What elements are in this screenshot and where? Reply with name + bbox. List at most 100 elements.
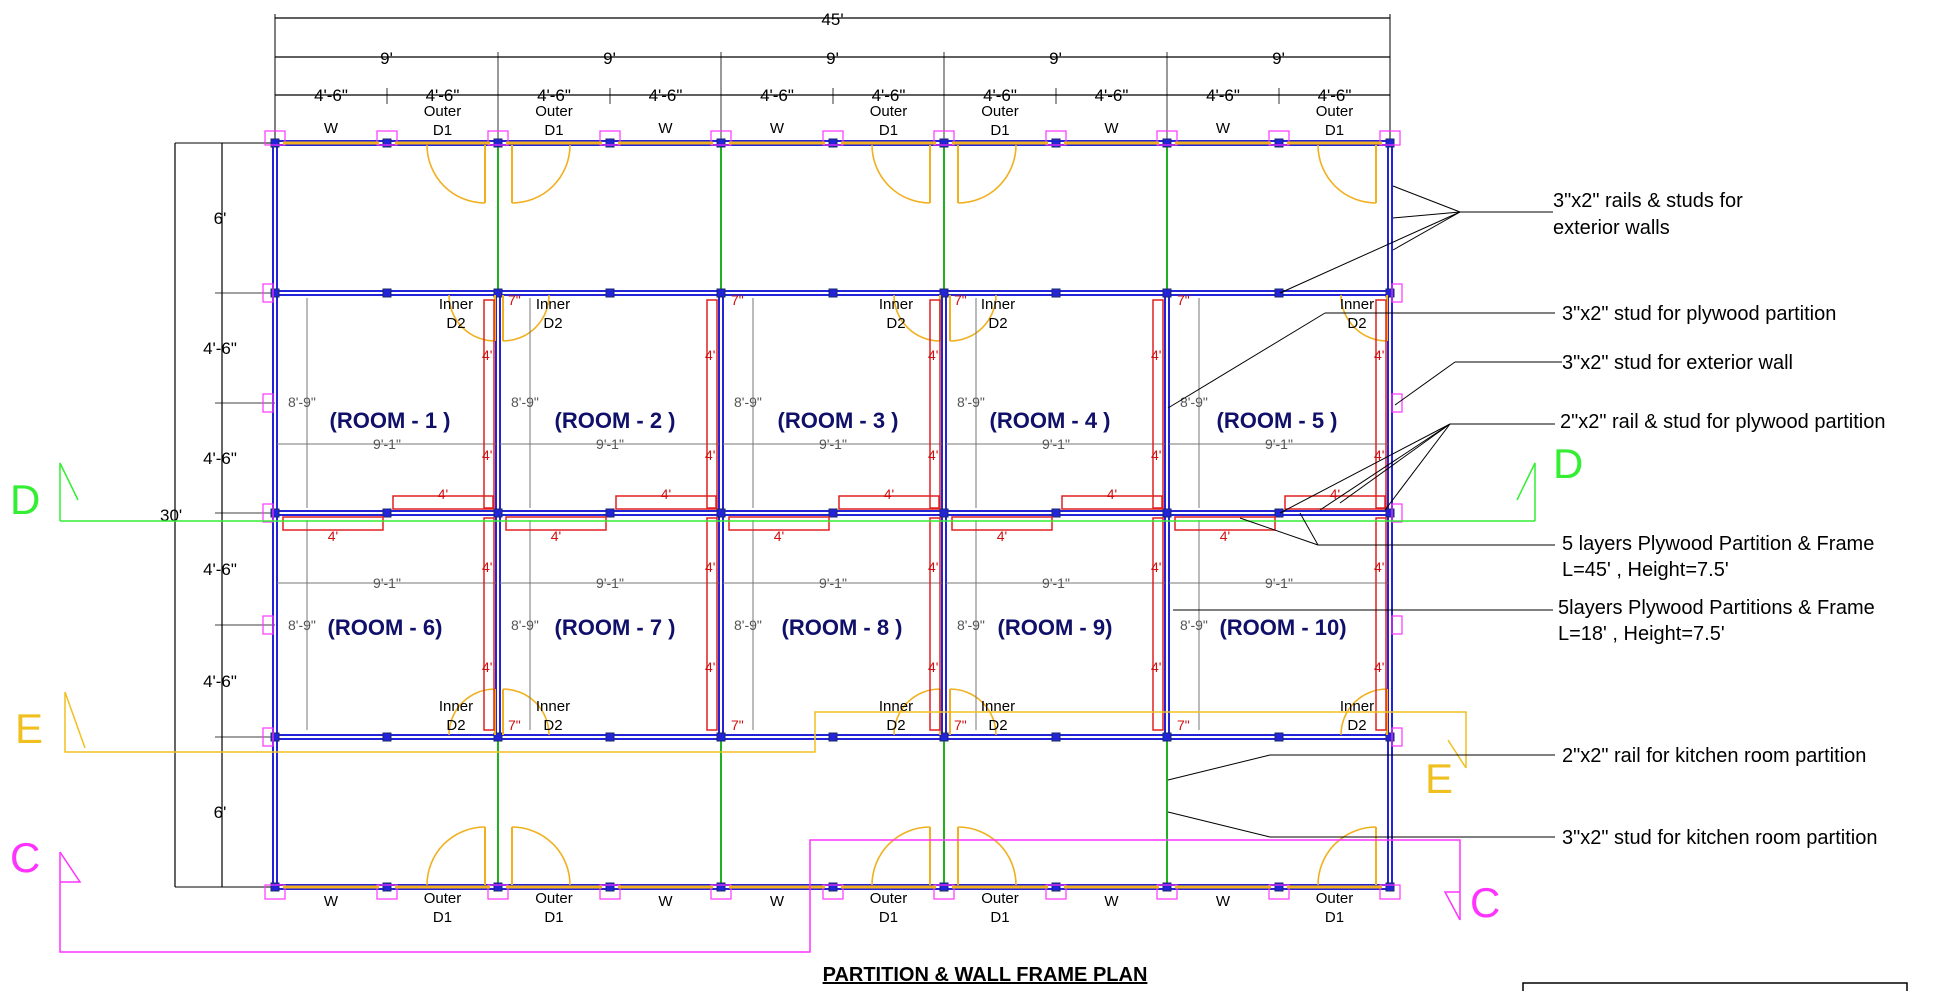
half-bay-text: 4'-6" <box>1095 86 1129 105</box>
half-bay-text: 4'-6" <box>872 86 906 105</box>
plywood-partition-frame <box>392 495 494 510</box>
inner-door-top <box>502 294 550 342</box>
small-dim: 7" <box>731 292 744 308</box>
partition-dim: 4' <box>482 659 492 675</box>
room-width-dim: 9'-1" <box>596 575 624 591</box>
wall-frame <box>262 130 1403 900</box>
partition-dim: 4' <box>705 659 715 675</box>
room-width-dim: 9'-1" <box>596 436 624 452</box>
room-width-dim: 9'-1" <box>1265 575 1293 591</box>
room-width-dim: 9'-1" <box>819 575 847 591</box>
room-depth-dim: 8'-9" <box>957 394 985 410</box>
bay-width-text: 9' <box>826 49 839 68</box>
side-dim-text: 4'-6" <box>203 339 237 358</box>
inner-door-label: D2 <box>886 315 905 332</box>
partition-dim: 4' <box>774 528 784 544</box>
inner-door-top <box>949 294 997 342</box>
exterior-stud-bracket <box>262 503 274 523</box>
leader-line <box>1384 423 1451 511</box>
stud <box>939 508 949 518</box>
stud <box>270 732 280 742</box>
note-plywood-frame-45-1: 5 layers Plywood Partition & Frame <box>1562 533 1874 555</box>
small-dim: 7" <box>954 292 967 308</box>
leader-line <box>1319 423 1451 511</box>
window-label-bottom: W <box>770 893 785 910</box>
leader-line <box>1279 423 1451 514</box>
stud <box>1051 732 1061 742</box>
small-dim: 7" <box>731 717 744 733</box>
plywood-partition-frame <box>1375 517 1387 731</box>
inner-door-top <box>448 294 496 342</box>
section-arrow-c <box>1443 891 1461 921</box>
bay-width-text: 9' <box>603 49 616 68</box>
plywood-partition-frame <box>706 299 718 509</box>
stud <box>716 508 726 518</box>
stud <box>1385 882 1395 892</box>
outer-door-top <box>426 144 486 204</box>
inner-door-label: Inner <box>1340 698 1374 715</box>
partition-dim: 4' <box>1374 559 1384 575</box>
section-label-e: E <box>1425 755 1453 802</box>
outer-door-label-top: D1 <box>990 122 1009 139</box>
stud <box>1162 138 1172 148</box>
plywood-partition-frame <box>728 516 830 531</box>
window-label-top: W <box>324 120 339 137</box>
partition-dim: 4' <box>705 447 715 463</box>
half-bay-text: 4'-6" <box>537 86 571 105</box>
side-dim-text: 4'-6" <box>203 449 237 468</box>
inner-door-label: Inner <box>536 698 570 715</box>
note-kitchen-stud: 3"x2" stud for kitchen room partition <box>1562 827 1877 849</box>
room-depth-dim: 8'-9" <box>734 617 762 633</box>
section-label-d: D <box>10 476 40 523</box>
title-block-frame <box>1522 982 1908 991</box>
outer-door-top <box>871 144 931 204</box>
room-label: (ROOM - 8 ) <box>782 615 903 640</box>
stud <box>605 508 615 518</box>
inner-door-label: D2 <box>543 315 562 332</box>
plywood-partition-frame <box>1375 299 1387 509</box>
exterior-stud-bracket <box>933 130 955 146</box>
exterior-stud-bracket <box>1268 884 1290 900</box>
room-width-dim: 9'-1" <box>1042 575 1070 591</box>
plywood-partition-frame <box>505 516 607 531</box>
stud <box>1274 138 1284 148</box>
plywood-partition-frame <box>838 495 940 510</box>
inner-door-label: Inner <box>439 296 473 313</box>
outer-door-top <box>957 144 1017 204</box>
exterior-stud-bracket <box>264 884 286 900</box>
partition-dim: 4' <box>551 528 561 544</box>
window-label-bottom: W <box>1216 893 1231 910</box>
window-label-top: W <box>770 120 785 137</box>
stud <box>1051 138 1061 148</box>
room-depth-dim: 8'-9" <box>288 394 316 410</box>
section-label-c: C <box>10 834 40 881</box>
inner-door-label: D2 <box>1347 717 1366 734</box>
stud <box>605 138 615 148</box>
exterior-stud-bracket <box>710 884 732 900</box>
room-depth-dim: 8'-9" <box>1180 394 1208 410</box>
overall-length-text: 45' <box>821 10 843 29</box>
window-label-top: W <box>1104 120 1119 137</box>
note-plywood-frame-18-2: L=18' , Height=7.5' <box>1558 623 1725 645</box>
outer-door-label-bottom: D1 <box>1325 909 1344 926</box>
stud <box>1274 882 1284 892</box>
outer-door-bottom <box>957 826 1017 886</box>
partition-dim: 4' <box>1151 659 1161 675</box>
window-label-bottom: W <box>1104 893 1119 910</box>
room-width-dim: 9'-1" <box>1042 436 1070 452</box>
small-dim: 7" <box>508 717 521 733</box>
exterior-stud-bracket <box>1391 615 1403 635</box>
note-plywood-rail: 2"x2" rail & stud for plywood partition <box>1560 411 1885 433</box>
outer-door-label-top: D1 <box>433 122 452 139</box>
stud <box>493 138 503 148</box>
exterior-stud-bracket <box>1379 884 1401 900</box>
plywood-partition-frame <box>1284 495 1386 510</box>
exterior-stud-bracket <box>1391 393 1403 413</box>
inner-door-label: Inner <box>879 296 913 313</box>
side-dim-text: 6' <box>214 803 227 822</box>
partition-dim: 4' <box>438 486 448 502</box>
section-arrow-e <box>1447 739 1467 769</box>
room-label: (ROOM - 4 ) <box>990 408 1111 433</box>
stud <box>270 882 280 892</box>
room-width-dim: 9'-1" <box>373 436 401 452</box>
